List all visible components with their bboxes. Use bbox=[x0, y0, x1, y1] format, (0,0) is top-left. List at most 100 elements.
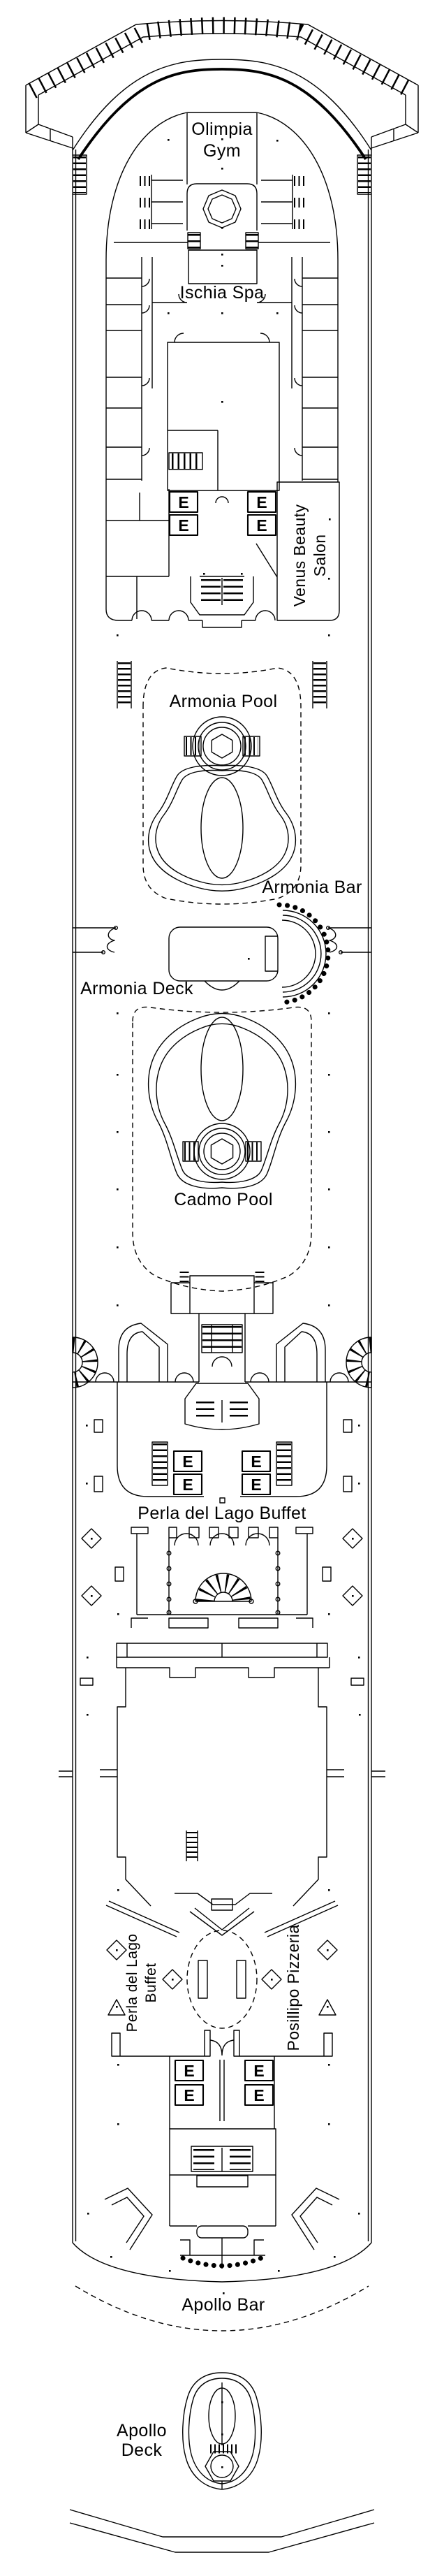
perla-del-lago-buffet-area bbox=[80, 1419, 364, 1686]
windbreak-left bbox=[72, 925, 119, 954]
bow-railing-outer bbox=[25, 20, 419, 86]
salon-room bbox=[276, 481, 340, 621]
gym-corral bbox=[186, 183, 258, 231]
apollo-whirlpool-icon bbox=[205, 2451, 239, 2482]
aft-lobby-walls bbox=[169, 2056, 275, 2129]
buffet-tables bbox=[80, 1419, 364, 1686]
stair-housing-wings bbox=[170, 1282, 274, 1382]
windbreak-right bbox=[326, 925, 372, 954]
casing-room-left bbox=[118, 1323, 168, 1383]
aft-wall-door-arcs bbox=[209, 2039, 235, 2056]
gym-equipment-left bbox=[140, 175, 183, 229]
spa-sauna-bench bbox=[168, 452, 203, 470]
sunbeds-right bbox=[313, 661, 327, 708]
aft-elevator-lobby bbox=[169, 2056, 276, 2176]
spa-thermal-suite bbox=[167, 342, 280, 491]
lobby-double-doors bbox=[131, 610, 276, 621]
cadmo-pool-outline-inner bbox=[156, 1023, 288, 1184]
hull-stair-pocket-right bbox=[357, 154, 371, 195]
spiral-stairs-right bbox=[346, 1337, 371, 1388]
armonia-whirlpool-icon bbox=[184, 716, 260, 776]
lobby-corner bbox=[105, 609, 132, 621]
armonia-bar-stools bbox=[276, 902, 331, 1005]
aft-casing-right bbox=[291, 2188, 340, 2250]
hull-side-left bbox=[72, 137, 77, 2243]
hull-side-right bbox=[367, 137, 372, 2243]
buffet-fan-stairs bbox=[193, 1573, 254, 1604]
gym-tub-inner bbox=[207, 194, 237, 224]
midship-stairs-area bbox=[73, 1272, 371, 1430]
aft-grand-stairs bbox=[169, 2128, 276, 2176]
apollo-deck-label-line2: Deck bbox=[121, 2440, 163, 2460]
lobby-stair-hatch-left bbox=[151, 1441, 168, 1486]
elevator-icon bbox=[172, 1450, 203, 1473]
armonia-pool-deck-boundary bbox=[142, 667, 302, 905]
armonia-bar-counter-notch bbox=[265, 936, 278, 972]
column bbox=[219, 1497, 225, 1504]
seating-room-top-wall bbox=[117, 1667, 330, 1678]
perla-del-lago-buffet-aft-label-line1: Perla del Lago bbox=[124, 1933, 140, 2032]
armonia-pool-area: Armonia Pool bbox=[117, 661, 327, 905]
cadmo-pool-label: Cadmo Pool bbox=[174, 1190, 273, 1209]
apollo-pool-outline-outer bbox=[182, 2372, 262, 2490]
armonia-pool-basin bbox=[200, 777, 244, 879]
venus-beauty-salon-area: Venus Beauty Salon bbox=[276, 481, 340, 621]
apollo-bar-stools bbox=[180, 2255, 264, 2269]
venus-beauty-salon-label-line2: Salon bbox=[311, 534, 329, 577]
ischia-spa-label: Ischia Spa bbox=[180, 283, 265, 303]
elevator-icon bbox=[244, 2059, 274, 2082]
gym-tub-outer bbox=[202, 189, 242, 228]
aft-buffet-pizzeria-area: Perla del Lago Buffet Posillipo Pizzeria bbox=[81, 1528, 363, 2057]
serving-rail-left bbox=[105, 1900, 180, 1937]
elevator-icon bbox=[244, 2083, 274, 2106]
midship-lower-stairs bbox=[184, 1383, 260, 1430]
armonia-bar-arc bbox=[281, 910, 327, 998]
armonia-bar-counter bbox=[168, 926, 279, 982]
ischia-spa-area: Ischia Spa bbox=[105, 249, 339, 491]
lobby-walls bbox=[106, 489, 278, 619]
midship-elevator-lobby: Perla del Lago Buffet bbox=[117, 1381, 327, 1523]
armonia-bar-area: Armonia Bar Armonia Deck bbox=[72, 878, 372, 1005]
bow-railing-inner bbox=[38, 33, 406, 96]
lobby-bottom-walls bbox=[151, 620, 256, 628]
midship-stairs bbox=[201, 1324, 243, 1353]
aft-block-walls bbox=[169, 2175, 276, 2227]
table-diamonds bbox=[81, 1528, 363, 1990]
buffet-side-rails bbox=[131, 1527, 313, 1615]
table-flags bbox=[108, 1999, 336, 2016]
armonia-bar-bump bbox=[204, 980, 240, 991]
midship-double-door bbox=[212, 1356, 232, 1367]
apollo-bar-area: Apollo Bar bbox=[72, 2175, 372, 2331]
gym-stairs bbox=[114, 232, 330, 249]
elevator-icon bbox=[241, 1473, 272, 1496]
hull bbox=[69, 137, 375, 2553]
spiral-stairs-left bbox=[73, 1337, 98, 1388]
aft-wall bbox=[111, 2030, 333, 2057]
elevator-icon bbox=[246, 514, 277, 537]
elevator-icon bbox=[241, 1450, 272, 1473]
apollo-deck-label-line1: Apollo bbox=[117, 2421, 167, 2440]
cadmo-pool-basin bbox=[200, 1017, 244, 1121]
armonia-pool-outline-inner bbox=[155, 769, 289, 886]
elevator-icon bbox=[168, 514, 199, 537]
armonia-bar-label: Armonia Bar bbox=[262, 878, 362, 897]
elevator-icon bbox=[172, 1473, 203, 1496]
seating-counter bbox=[116, 1643, 330, 1668]
posillipo-pizzeria-label: Posillipo Pizzeria bbox=[284, 1924, 302, 2051]
spa-rooms-left bbox=[105, 256, 153, 481]
seating-room-stair-hatch bbox=[186, 1831, 198, 1861]
stair-housing-top bbox=[189, 1275, 255, 1314]
food-island-boundary bbox=[186, 1930, 258, 2029]
cadmo-pool-outline-outer bbox=[147, 1012, 297, 1189]
lobby-stair-hatch-right bbox=[276, 1441, 293, 1486]
cadmo-pool-area: Cadmo Pool bbox=[132, 1006, 312, 1292]
spa-corridor-walls bbox=[152, 293, 292, 303]
olimpia-gym-label-line2: Gym bbox=[203, 141, 241, 161]
armonia-pool-label: Armonia Pool bbox=[170, 692, 278, 711]
elevator-icon bbox=[246, 490, 277, 514]
cadmo-whirlpool-icon bbox=[182, 1123, 262, 1180]
armonia-deck-label: Armonia Deck bbox=[80, 979, 193, 998]
bow-cap-right bbox=[371, 85, 419, 149]
spa-rooms-right bbox=[291, 256, 339, 481]
elevator-icon bbox=[174, 2059, 205, 2082]
